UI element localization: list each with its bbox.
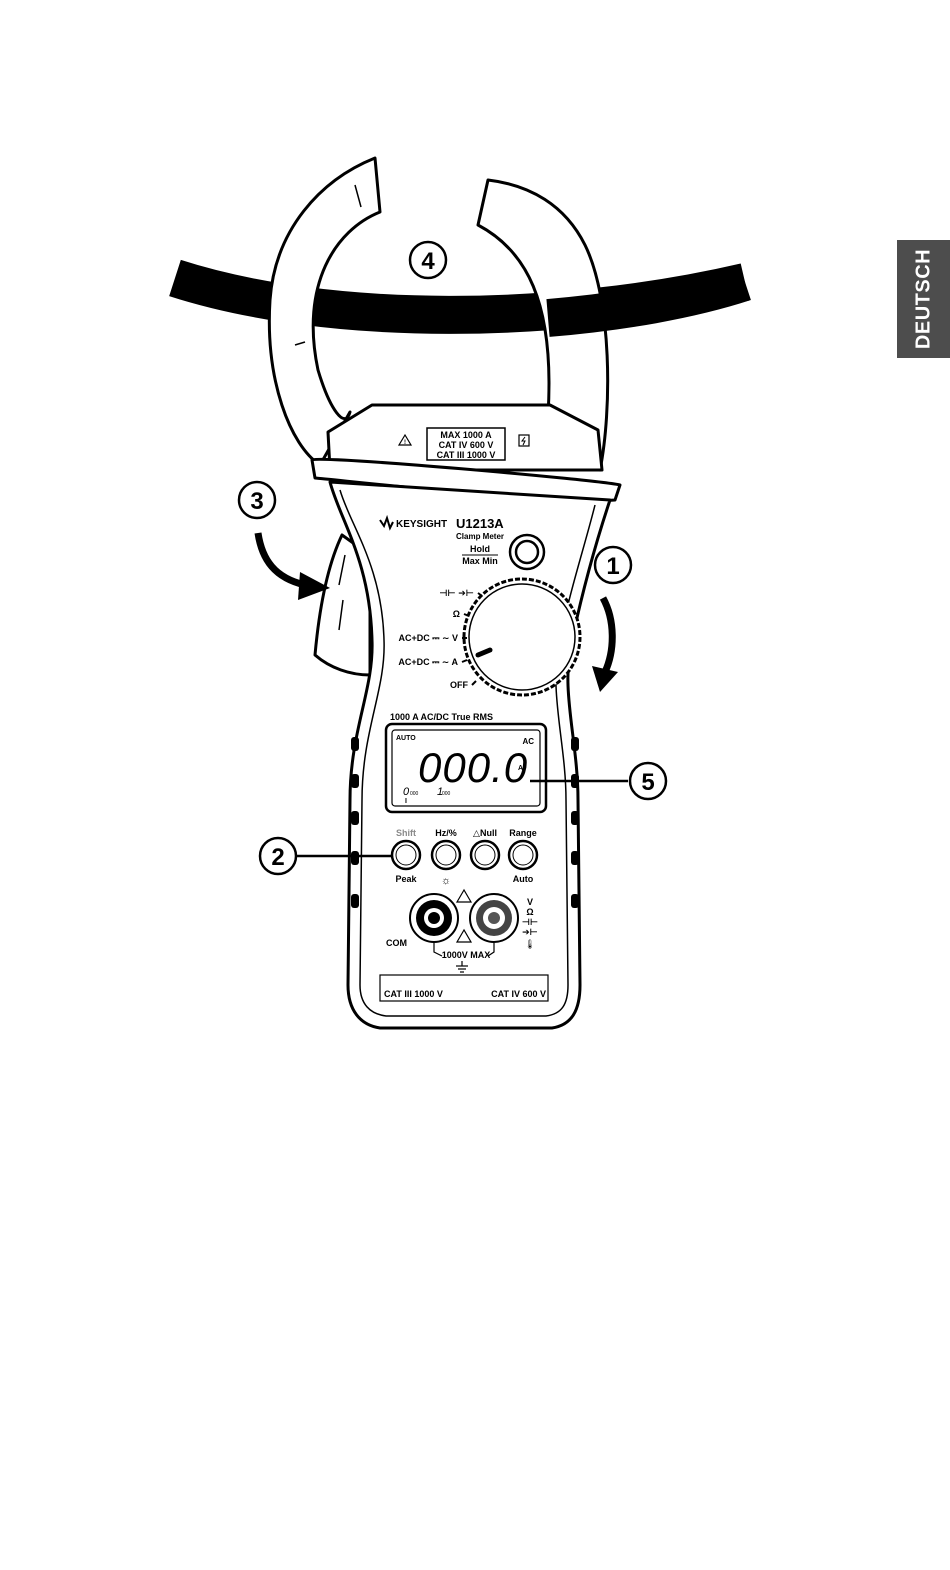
terminal-label-ohm: Ω	[526, 907, 533, 917]
callout-5: 5	[630, 763, 666, 799]
dial-position-off: OFF	[450, 680, 468, 690]
svg-text:1: 1	[606, 553, 619, 580]
display-sub2-small: 000	[442, 791, 451, 797]
svg-text:!: !	[404, 440, 406, 446]
model-subtitle: Clamp Meter	[456, 532, 504, 541]
peak-label: Peak	[395, 874, 417, 884]
rating-text: 1000 A AC/DC True RMS	[390, 712, 493, 722]
jaw-label-line2: CAT IV 600 V	[439, 440, 494, 450]
callout-2: 2	[260, 838, 296, 874]
display-sub1-small: 000	[410, 791, 419, 797]
svg-text:2: 2	[271, 844, 284, 871]
terminal-label-cap: ⊣⊢	[522, 917, 538, 927]
language-tab-label: DEUTSCH	[912, 249, 935, 349]
dial-position-ohm: Ω	[453, 609, 460, 619]
terminal-label-diode: ➔⊢	[522, 927, 538, 937]
backlight-icon: ☼	[441, 875, 451, 887]
callout-1: 1	[595, 547, 631, 583]
null-label: △Null	[473, 828, 497, 838]
display-sub1: 0	[403, 786, 410, 798]
model-number: U1213A	[456, 516, 504, 531]
range-label: Range	[509, 828, 537, 838]
range-button[interactable]	[509, 841, 537, 869]
input-terminal[interactable]	[470, 894, 518, 942]
jaw-label-line3: CAT III 1000 V	[437, 450, 496, 460]
cat-left-label: CAT III 1000 V	[384, 989, 443, 999]
jaw-label-line1: MAX 1000 A	[440, 430, 492, 440]
display-auto: AUTO	[396, 735, 416, 742]
svg-text:3: 3	[250, 488, 263, 515]
cat-right-label: CAT IV 600 V	[491, 989, 546, 999]
callout-3: 3	[239, 482, 275, 518]
terminal-label-v: V	[527, 897, 533, 907]
hold-label: Hold	[470, 544, 490, 554]
shift-label: Shift	[396, 828, 416, 838]
shift-button[interactable]	[392, 841, 420, 869]
brand-name: KEYSIGHT	[396, 519, 447, 530]
terminal-label-temp: 🌡	[524, 939, 535, 949]
language-tab: DEUTSCH	[897, 240, 950, 358]
arrow-1	[592, 598, 618, 692]
dial-position-cap-diode: ⊣⊢ ➔⊢	[439, 588, 474, 598]
callout-4: 4	[410, 242, 446, 278]
dial-position-current: AC+DC ⎓ ∼ A	[398, 657, 458, 667]
hold-button[interactable]	[510, 535, 544, 569]
arrow-3	[258, 533, 330, 600]
svg-text:5: 5	[641, 769, 654, 796]
dial-position-voltage: AC+DC ⎓ ∼ V	[399, 633, 458, 643]
display-bar: I	[405, 798, 407, 805]
display-unit: A	[518, 765, 523, 772]
maxmin-label: Max Min	[462, 556, 498, 566]
hz-button[interactable]	[432, 841, 460, 869]
display-reading: 000.0	[418, 744, 528, 791]
null-button[interactable]	[471, 841, 499, 869]
max-voltage-label: 1000V MAX	[442, 950, 491, 960]
auto-label: Auto	[513, 874, 534, 884]
com-label: COM	[386, 938, 407, 948]
svg-text:4: 4	[421, 248, 435, 275]
com-terminal[interactable]	[410, 894, 458, 942]
hz-label: Hz/%	[435, 828, 457, 838]
hazard-icon	[519, 435, 529, 446]
